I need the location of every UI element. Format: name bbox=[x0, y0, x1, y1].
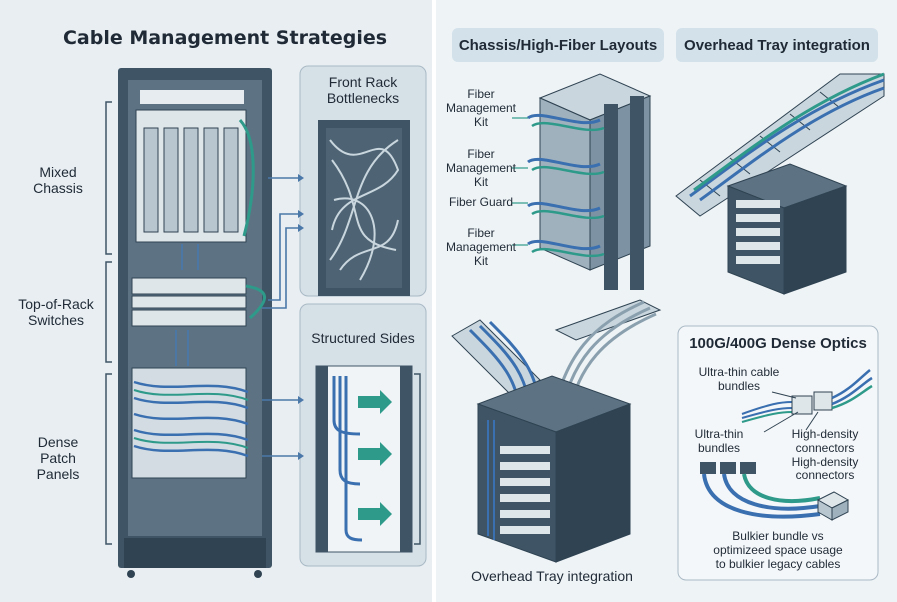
thin-cable-label: Ultra-thin cable bundles bbox=[698, 365, 780, 393]
optics-caption: Bulkier bundle vs optimizeed space usage… bbox=[713, 529, 843, 571]
chassis-layouts-title: Chassis/High-Fiber Layouts bbox=[452, 28, 664, 62]
connectors-label: High-density connectors High-density con… bbox=[791, 427, 859, 483]
structured-sides-illustration bbox=[315, 365, 421, 553]
dense-patch-label: Dense Patch Panels bbox=[36, 434, 80, 483]
overhead-bottom-title: Overhead Tray integration bbox=[471, 568, 633, 584]
page-title: Cable Management Strategies bbox=[62, 27, 388, 49]
mixed-chassis-label: Mixed Chassis bbox=[33, 164, 83, 197]
front-rack-illustration bbox=[318, 120, 410, 296]
dense-optics-illustration bbox=[700, 369, 873, 521]
chassis-fiber-illustration bbox=[512, 73, 652, 290]
overhead-bottom-illustration bbox=[451, 299, 662, 563]
front-rack-title: Front Rack Bottlenecks bbox=[326, 74, 400, 107]
overhead-top-title: Overhead Tray integration bbox=[676, 28, 878, 62]
structured-sides-title: Structured Sides bbox=[311, 330, 415, 346]
fiber-kit-label-3: Fiber Management Kit bbox=[445, 226, 517, 268]
main-rack bbox=[118, 68, 272, 578]
overhead-top-illustration bbox=[675, 72, 885, 295]
tor-switches-label: Top-of-Rack Switches bbox=[18, 296, 94, 329]
fiber-kit-label-1: Fiber Management Kit bbox=[445, 87, 517, 129]
dense-optics-title: 100G/400G Dense Optics bbox=[689, 334, 867, 352]
rack-brackets bbox=[105, 101, 112, 545]
thin-bundles-label: Ultra-thin bundles bbox=[694, 427, 744, 455]
fiber-kit-label-2: Fiber Management Kit bbox=[445, 147, 517, 189]
fiber-guard-label: Fiber Guard bbox=[448, 195, 514, 209]
flow-arrows bbox=[262, 177, 298, 457]
arrow-heads bbox=[298, 174, 304, 460]
